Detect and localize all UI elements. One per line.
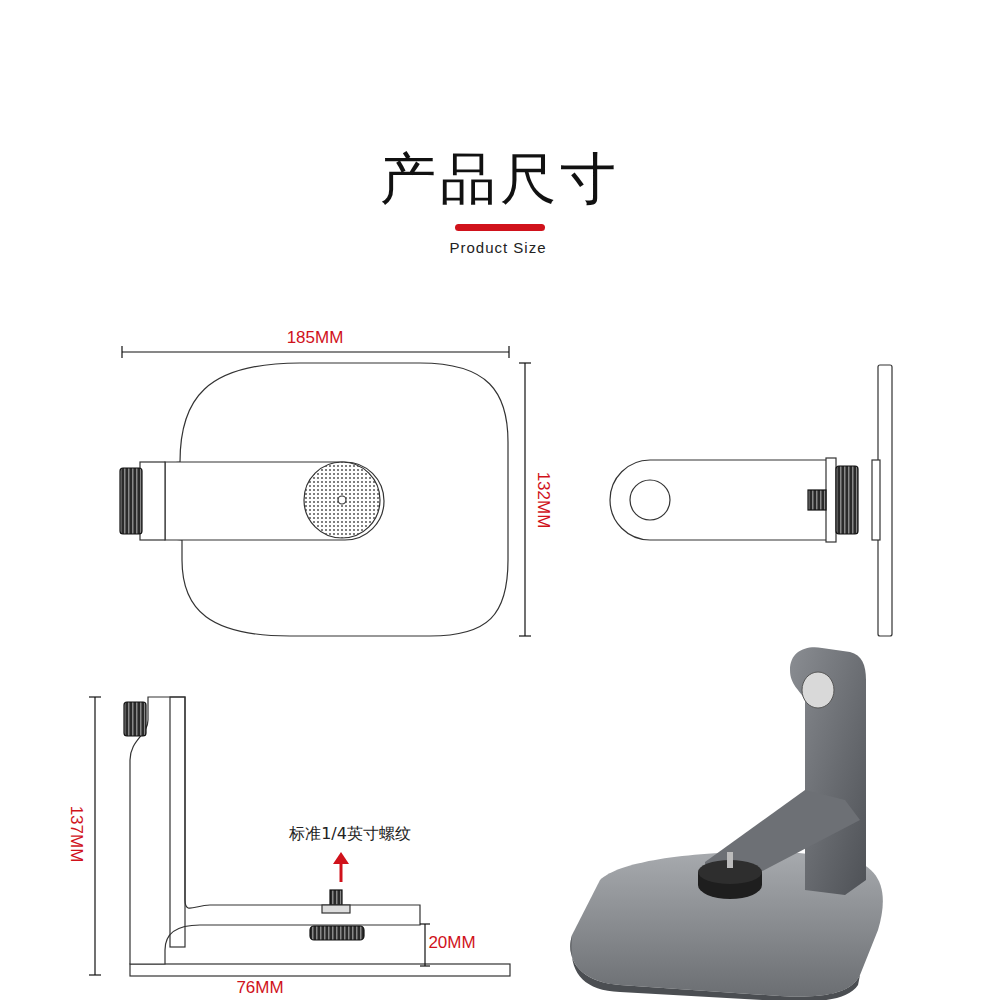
side-view (610, 365, 892, 636)
dimension-label: 132MM (533, 470, 553, 531)
page-title: 产品尺寸 (380, 142, 620, 218)
top-view (120, 346, 531, 636)
dimension-label: 20MM (426, 933, 477, 953)
dimension-label: 76MM (234, 978, 285, 998)
product-render (570, 647, 883, 1000)
title-underline (455, 224, 545, 231)
dimension-label: 185MM (285, 328, 346, 348)
front-view (89, 697, 510, 976)
thread-arrow (333, 852, 349, 882)
thread-note: 标准1/4英寸螺纹 (287, 824, 413, 845)
dimension-label: 137MM (66, 804, 86, 865)
subtitle: Product Size (447, 239, 548, 256)
